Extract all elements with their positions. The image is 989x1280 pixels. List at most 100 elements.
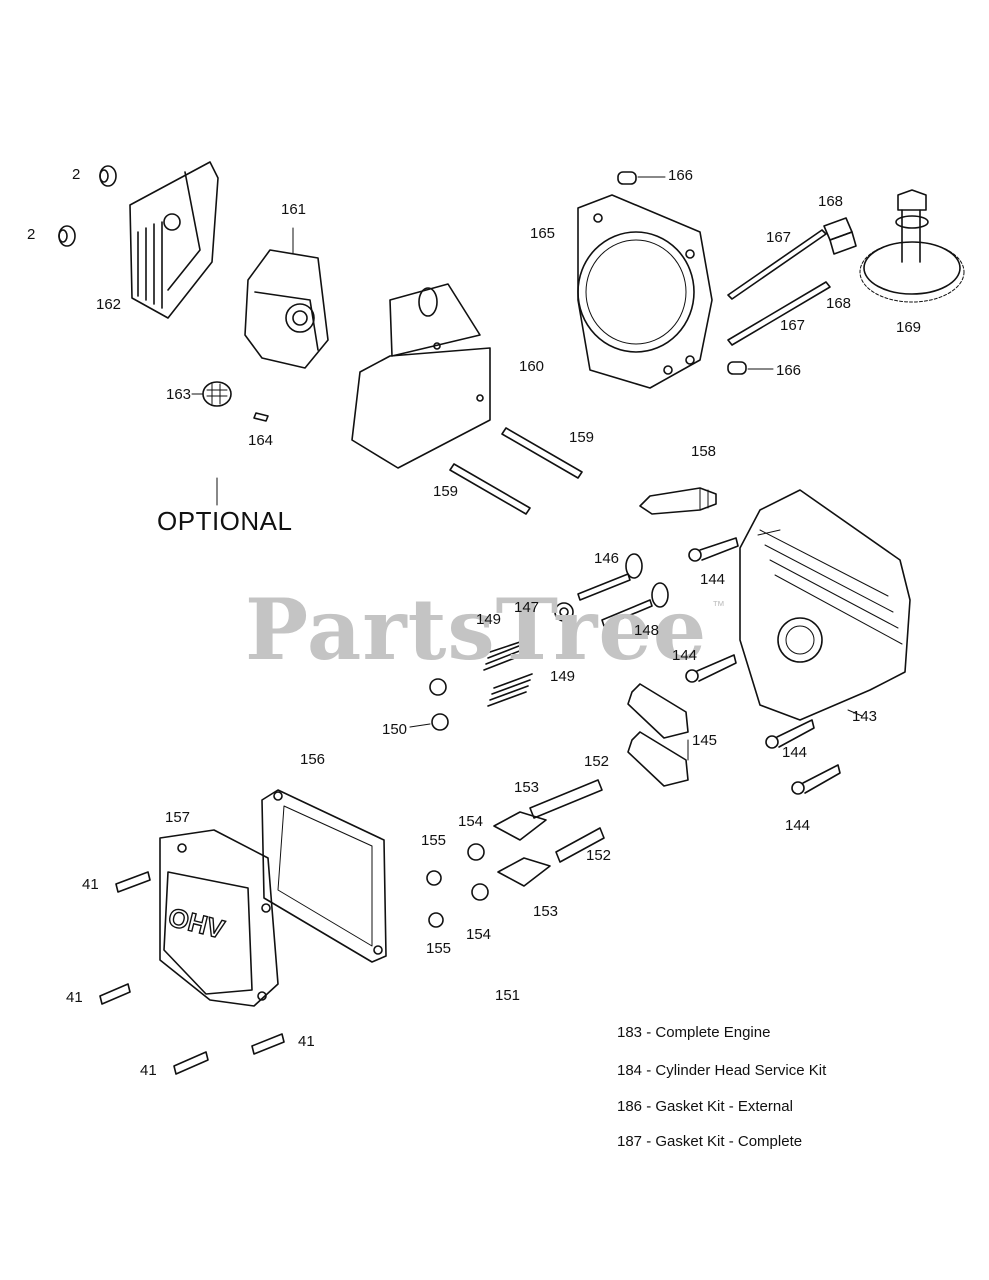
part-152-pivot-stud-b xyxy=(555,827,605,863)
callout-160: 160 xyxy=(519,358,545,375)
part-150-retainer-b xyxy=(431,713,449,731)
callout-153: 153 xyxy=(533,903,559,920)
callout-165: 165 xyxy=(530,225,556,242)
part-2-nut-top xyxy=(99,165,117,187)
callout-144: 144 xyxy=(782,744,808,761)
part-152-pivot-stud-a xyxy=(529,779,603,819)
part-163-spark-screen xyxy=(191,381,232,407)
callout-41: 41 xyxy=(66,989,83,1006)
callout-154: 154 xyxy=(458,813,484,830)
watermark: PartsTree xyxy=(245,580,708,679)
valve-cover-ohv-text: OHV xyxy=(165,902,228,945)
part-144-bolt-b xyxy=(685,654,737,683)
part-149-valve-spring-b xyxy=(487,673,533,707)
callout-144: 144 xyxy=(785,817,811,834)
callout-41: 41 xyxy=(82,876,99,893)
callout-152: 152 xyxy=(586,847,612,864)
part-159-stud-b xyxy=(449,463,531,515)
callout-162: 162 xyxy=(96,296,122,313)
part-169-camshaft-gear xyxy=(859,189,965,303)
callout-159: 159 xyxy=(433,483,459,500)
part-143-cylinder-head xyxy=(739,489,911,721)
part-164-screw xyxy=(253,412,269,422)
callout-148: 148 xyxy=(634,622,660,639)
part-145-guide-plate xyxy=(627,683,689,787)
part-159-stud-a xyxy=(501,427,583,479)
part-2-nut-bottom xyxy=(58,225,76,247)
part-161-muffler xyxy=(244,227,329,369)
callout-149: 149 xyxy=(476,611,502,628)
part-41-screw-a xyxy=(115,871,151,893)
part-168-tappet-bottom xyxy=(829,231,857,255)
callout-167: 167 xyxy=(780,317,806,334)
part-155-nut-a xyxy=(426,870,442,886)
part-146-exhaust-valve xyxy=(577,553,643,601)
part-158-spark-plug xyxy=(639,487,717,515)
part-144-bolt-a xyxy=(688,537,739,562)
part-144-bolt-c xyxy=(765,719,815,749)
part-153-rocker-arm-b xyxy=(497,857,551,887)
callout-163: 163 xyxy=(166,386,192,403)
kit-187: 187 - Gasket Kit - Complete xyxy=(617,1133,803,1150)
callout-147: 147 xyxy=(514,599,540,616)
kit-184: 184 - Cylinder Head Service Kit xyxy=(617,1062,827,1079)
callout-153: 153 xyxy=(514,779,540,796)
watermark-trademark: ™ xyxy=(712,598,725,613)
part-167-pushrod-bottom xyxy=(727,281,831,346)
callout-143: 143 xyxy=(852,708,878,725)
callout-164: 164 xyxy=(248,432,274,449)
part-167-pushrod-top xyxy=(727,229,827,300)
callout-169: 169 xyxy=(896,319,922,336)
part-149-valve-spring-a xyxy=(483,639,527,671)
callout-155: 155 xyxy=(421,832,447,849)
part-150-retainer-a xyxy=(429,678,447,696)
part-41-screw-d xyxy=(173,1051,209,1075)
kit-183: 183 - Complete Engine xyxy=(617,1024,771,1041)
callout-145: 145 xyxy=(692,732,718,749)
callout-168: 168 xyxy=(826,295,852,312)
part-41-screw-b xyxy=(99,983,131,1005)
callout-150: 150 xyxy=(382,721,408,738)
callout-149: 149 xyxy=(550,668,576,685)
callout-152: 152 xyxy=(584,753,610,770)
part-153-rocker-arm-a xyxy=(493,811,547,841)
callout-41: 41 xyxy=(140,1062,157,1079)
callout-2: 2 xyxy=(27,226,36,243)
part-148-intake-valve xyxy=(601,582,669,627)
callout-166: 166 xyxy=(776,362,802,379)
callout-167: 167 xyxy=(766,229,792,246)
callout-166: 166 xyxy=(668,167,694,184)
part-166-dowel-top xyxy=(617,171,666,185)
part-166-dowel-bottom xyxy=(727,361,774,375)
part-144-bolt-d xyxy=(791,764,841,795)
part-156-valve-cover-gasket xyxy=(261,789,387,963)
part-160-heat-shield xyxy=(351,283,491,469)
callout-168: 168 xyxy=(818,193,844,210)
callout-144: 144 xyxy=(700,571,726,588)
part-155-nut-b xyxy=(428,912,444,928)
part-157-valve-cover xyxy=(159,829,279,1007)
callout-154: 154 xyxy=(466,926,492,943)
callout-159: 159 xyxy=(569,429,595,446)
valve-cover-emboss: OHV xyxy=(165,901,229,945)
optional-label: OPTIONAL xyxy=(157,506,293,536)
callout-161: 161 xyxy=(281,201,307,218)
part-41-screw-c xyxy=(251,1033,285,1055)
part-162-muffler-shield xyxy=(129,161,219,319)
callout-146: 146 xyxy=(594,550,620,567)
callout-155: 155 xyxy=(426,940,452,957)
part-154-pivot-b xyxy=(471,883,489,901)
callout-144: 144 xyxy=(672,647,698,664)
part-154-pivot-a xyxy=(467,843,485,861)
callout-158: 158 xyxy=(691,443,717,460)
kit-186: 186 - Gasket Kit - External xyxy=(617,1098,793,1115)
callout-41: 41 xyxy=(298,1033,315,1050)
callout-156: 156 xyxy=(300,751,326,768)
callout-2: 2 xyxy=(72,166,81,183)
part-165-cylinder-gasket xyxy=(577,194,713,389)
callout-157: 157 xyxy=(165,809,191,826)
callout-151: 151 xyxy=(495,987,521,1004)
part-147-valve-seal xyxy=(554,602,574,622)
